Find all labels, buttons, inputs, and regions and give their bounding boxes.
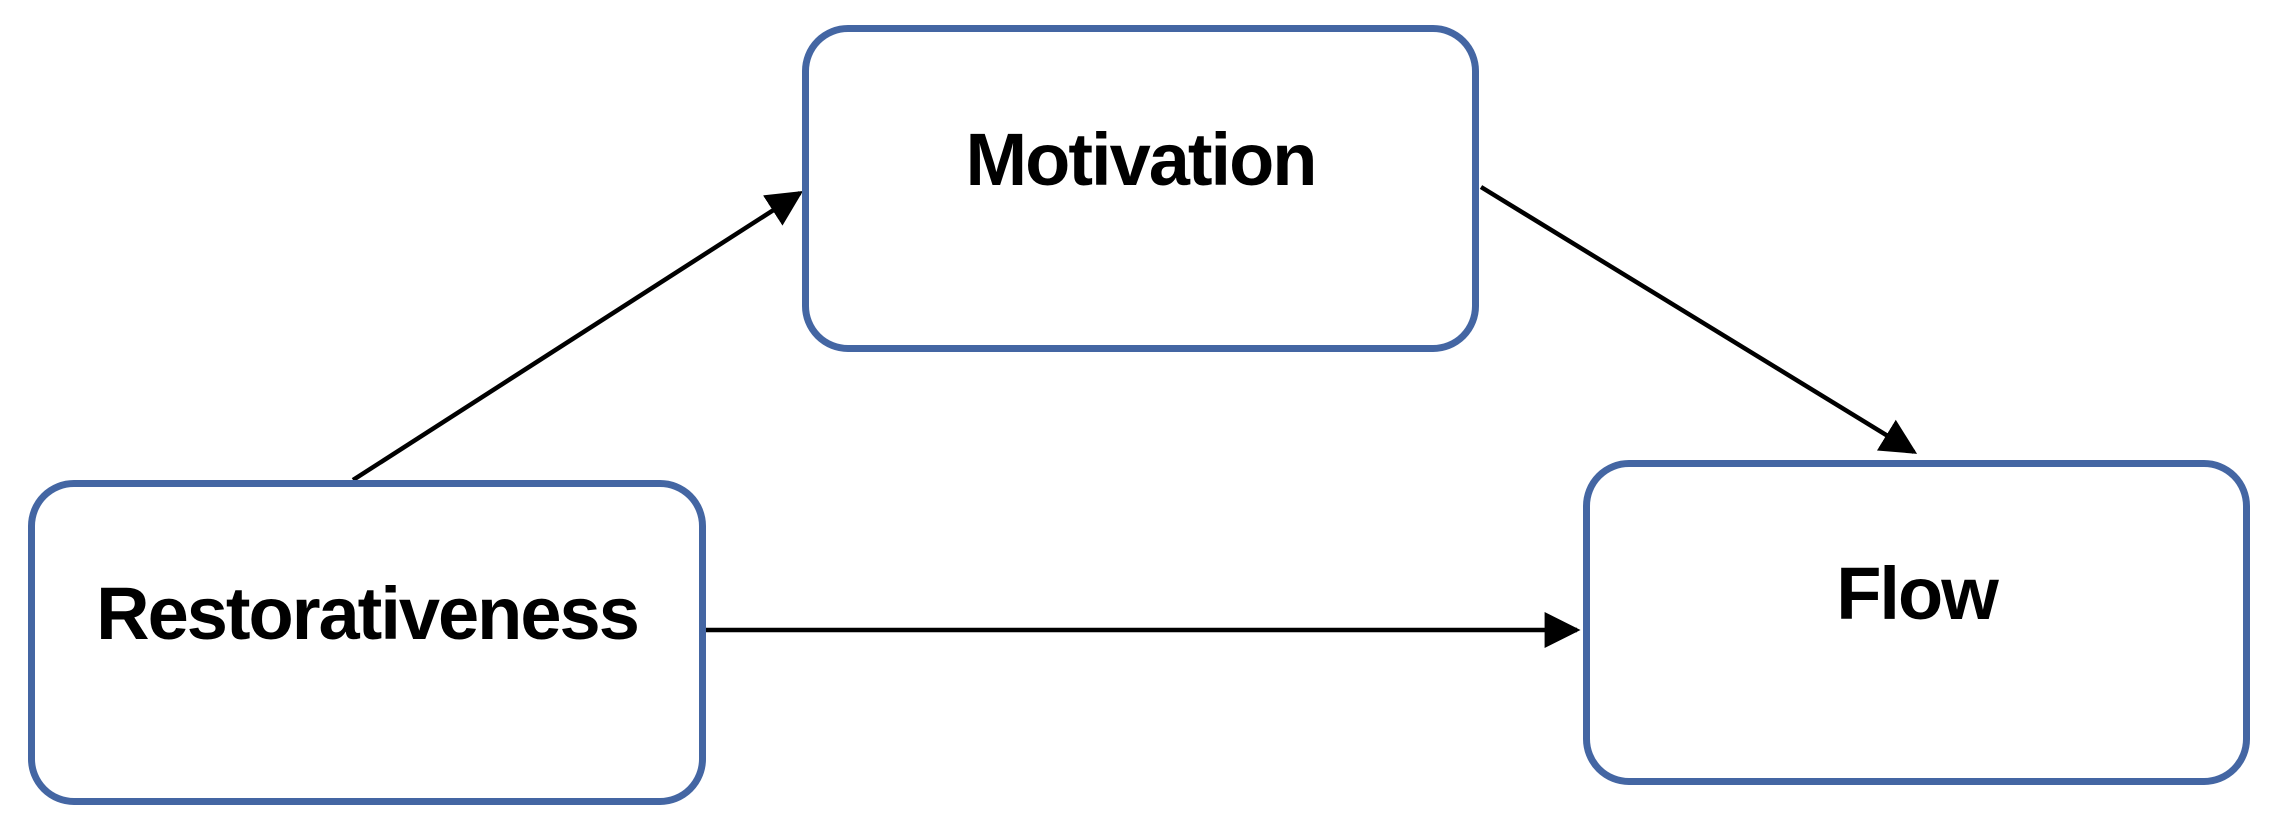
node-restorativeness-label: Restorativeness xyxy=(96,571,640,655)
arrow-restorativeness-to-motivation xyxy=(351,191,804,482)
node-motivation-label: Motivation xyxy=(965,117,1318,201)
node-flow-label: Flow xyxy=(1836,551,1999,635)
node-motivation: Motivation xyxy=(802,25,1479,352)
arrow-motivation-to-flow xyxy=(1479,185,1918,454)
node-flow: Flow xyxy=(1583,460,2250,785)
node-restorativeness: Restorativeness xyxy=(28,480,706,805)
